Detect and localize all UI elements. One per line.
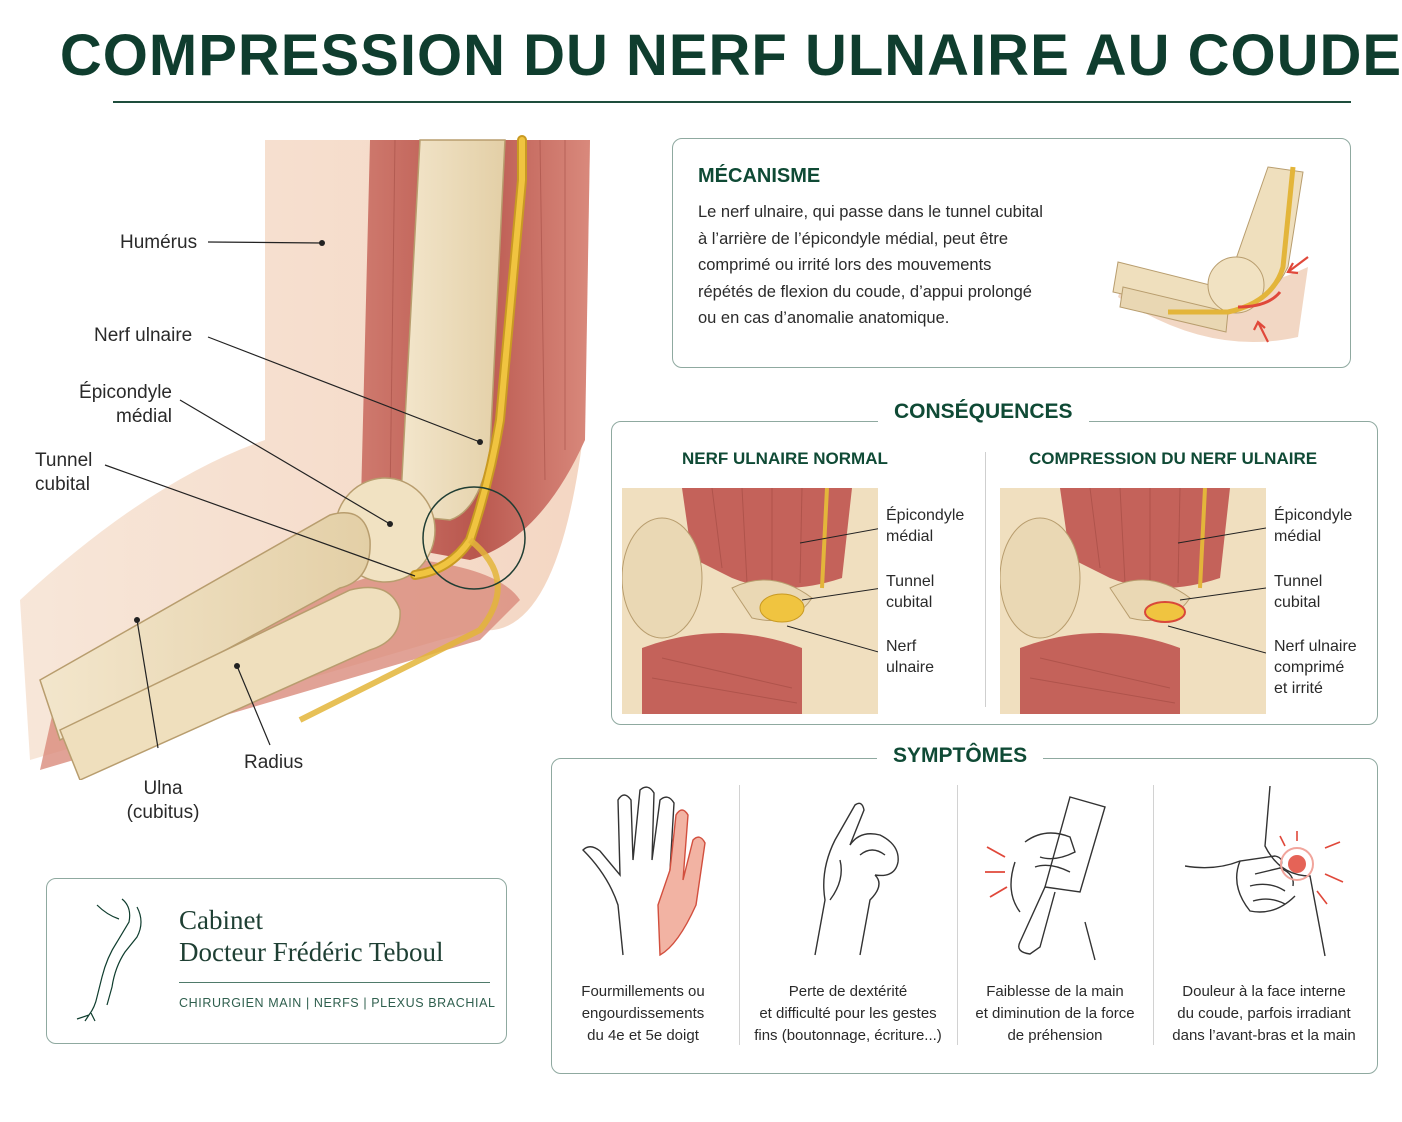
label-nerf-ulnaire: Nerf ulnaire bbox=[94, 325, 193, 346]
symptom-2-text: Perte de dextérité et difficulté pour le… bbox=[754, 983, 942, 1044]
title-underline bbox=[113, 101, 1351, 103]
consequences-heading: CONSÉQUENCES bbox=[878, 400, 1089, 424]
symptomes-heading: SYMPTÔMES bbox=[877, 744, 1044, 768]
compression-cross-section bbox=[1000, 488, 1266, 714]
mecanisme-elbow-image bbox=[1112, 166, 1309, 343]
symptom-divider bbox=[957, 785, 958, 1045]
elbow-pain-icon bbox=[1185, 786, 1344, 957]
label-epicondyle-medial: Épicondyle médial bbox=[79, 382, 172, 427]
normal-label-epicondyle: Épicondyle médial bbox=[886, 507, 965, 545]
weak-grip-icon bbox=[985, 796, 1106, 961]
mecanisme-heading: MÉCANISME bbox=[698, 165, 821, 187]
normal-label-tunnel: Tunnel cubital bbox=[886, 573, 935, 611]
normal-heading: NERF ULNAIRE NORMAL bbox=[682, 449, 888, 468]
mecanisme-panel: MÉCANISME Le nerf ulnaire, qui passe dan… bbox=[672, 138, 1351, 368]
cabinet-subtitle: CHIRURGIEN MAIN | NERFS | PLEXUS BRACHIA… bbox=[179, 996, 496, 1010]
symptom-divider bbox=[739, 785, 740, 1045]
symptom-divider bbox=[1153, 785, 1154, 1045]
label-tunnel-cubital: Tunnel cubital bbox=[35, 450, 93, 495]
normal-label-nerf: Nerf ulnaire bbox=[886, 638, 935, 676]
consequences-divider bbox=[985, 452, 986, 707]
elbow-illustration bbox=[20, 135, 590, 780]
compression-label-nerf: Nerf ulnaire comprimé et irrité bbox=[1274, 638, 1357, 697]
arm-logo-icon bbox=[76, 898, 142, 1022]
label-humerus: Humérus bbox=[120, 232, 198, 253]
page-title: COMPRESSION DU NERF ULNAIRE AU COUDE bbox=[59, 23, 1402, 88]
label-ulna: Ulna (cubitus) bbox=[126, 778, 200, 823]
compression-heading: COMPRESSION DU NERF ULNAIRE bbox=[1029, 449, 1318, 468]
normal-cross-section bbox=[622, 488, 878, 714]
pinch-hand-icon bbox=[814, 802, 899, 956]
symptom-1-text: Fourmillements ou engourdissements du 4e… bbox=[581, 983, 705, 1044]
label-radius: Radius bbox=[244, 752, 304, 773]
cabinet-line1: Cabinet bbox=[179, 905, 263, 935]
cabinet-line2: Docteur Frédéric Teboul bbox=[179, 937, 444, 967]
symptom-3-text: Faiblesse de la main et diminution de la… bbox=[975, 983, 1135, 1044]
cabinet-rule bbox=[179, 982, 490, 983]
compression-label-tunnel: Tunnel cubital bbox=[1274, 573, 1323, 611]
cabinet-card: Cabinet Docteur Frédéric Teboul CHIRURGI… bbox=[46, 878, 507, 1044]
compression-label-epicondyle: Épicondyle médial bbox=[1274, 507, 1353, 545]
mecanisme-text: Le nerf ulnaire, qui passe dans le tunne… bbox=[698, 203, 1043, 327]
symptom-4-text: Douleur à la face interne du coude, parf… bbox=[1172, 983, 1356, 1044]
tingling-hand-icon bbox=[582, 786, 706, 957]
